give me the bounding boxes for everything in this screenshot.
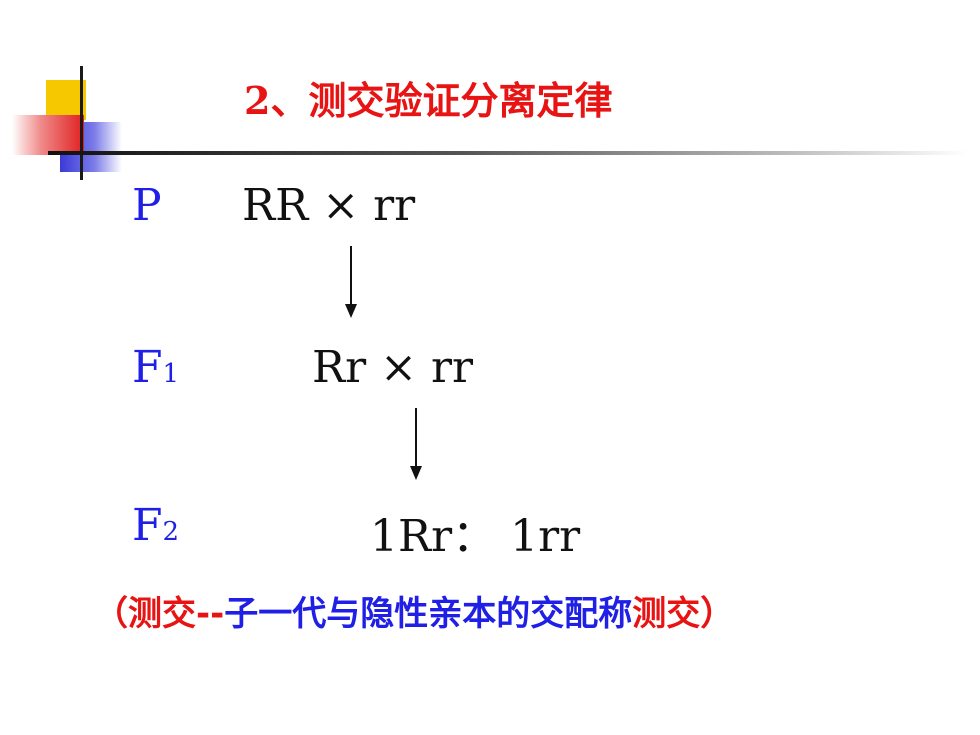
cross-f2-ratio: 1Rr： 1rr — [370, 511, 581, 562]
decor-yellow-square — [46, 80, 86, 120]
arrow-down-icon — [408, 408, 424, 480]
note-middle: 子一代与隐性亲本的交配称 — [224, 594, 633, 634]
decor-red-bar — [12, 115, 84, 155]
cross-f1: Rr × rr — [312, 342, 474, 393]
test-cross-definition: （测交--子一代与隐性亲本的交配称测交） — [94, 586, 734, 635]
arrow-down-icon — [343, 246, 359, 318]
generation-label-p: P — [132, 180, 162, 231]
cross-p: RR × rr — [242, 180, 416, 231]
slide-title: 2、测交验证分离定律 — [244, 78, 613, 123]
decor-vertical-line — [80, 66, 83, 180]
note-suffix: 测交） — [632, 594, 735, 634]
title-underline — [48, 151, 968, 155]
generation-label-f1: F1 — [132, 342, 180, 393]
note-prefix: （测交-- — [94, 594, 225, 634]
generation-label-f2: F2 — [132, 500, 180, 551]
